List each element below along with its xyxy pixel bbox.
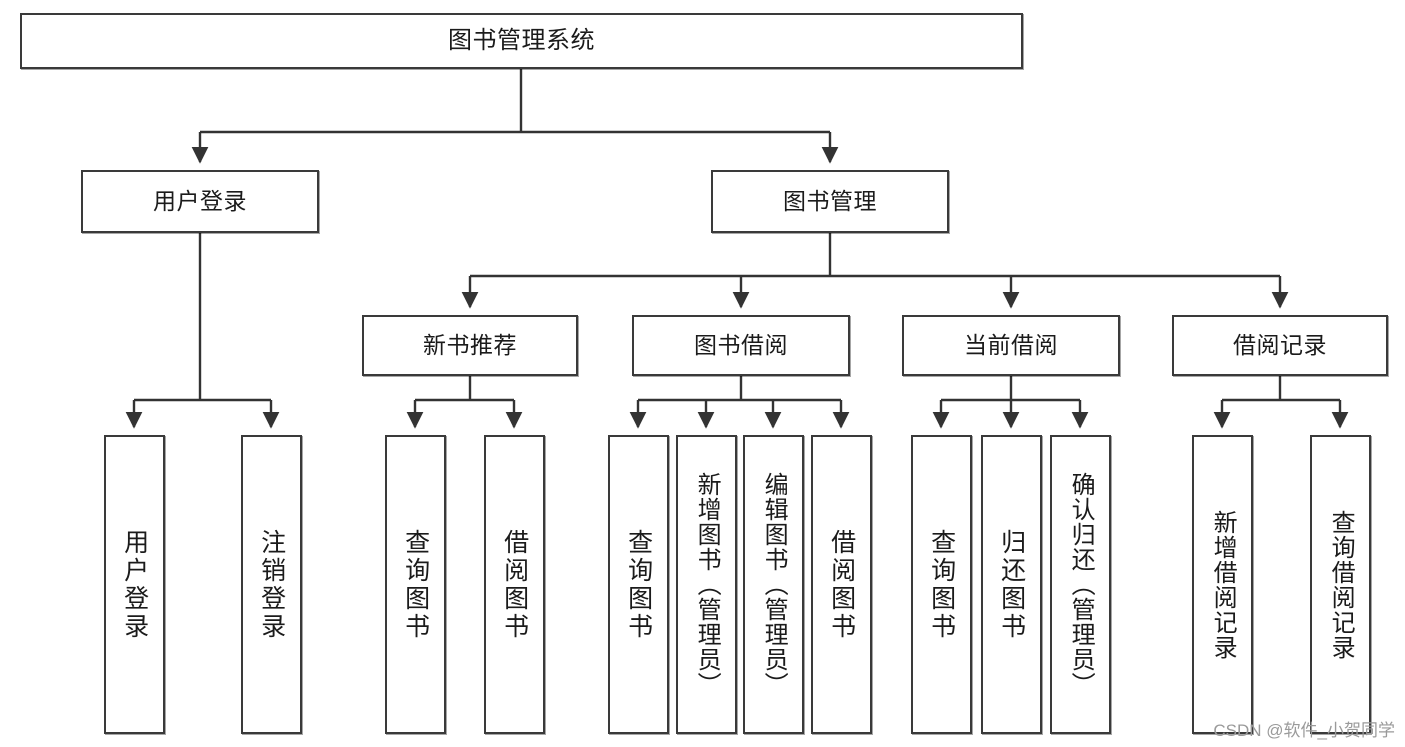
leaf-query-books-current[interactable]: 查询图书 bbox=[911, 435, 972, 734]
node-label: 编辑图书（管理员） bbox=[760, 472, 788, 697]
node-label: 新书推荐 bbox=[423, 331, 517, 358]
node-label: 借阅记录 bbox=[1233, 331, 1327, 358]
node-label: 查询借阅记录 bbox=[1327, 509, 1355, 660]
node-new-book-recommendation[interactable]: 新书推荐 bbox=[362, 315, 578, 376]
node-label: 确认归还（管理员） bbox=[1067, 472, 1095, 697]
node-label: 图书管理系统 bbox=[448, 26, 595, 54]
node-label: 当前借阅 bbox=[964, 331, 1058, 358]
node-label: 用户登录 bbox=[120, 528, 149, 641]
leaf-add-borrow-record[interactable]: 新增借阅记录 bbox=[1192, 435, 1253, 734]
node-label: 查询图书 bbox=[927, 528, 956, 641]
node-root-book-management-system[interactable]: 图书管理系统 bbox=[20, 13, 1023, 69]
node-current-borrowing[interactable]: 当前借阅 bbox=[902, 315, 1120, 376]
leaf-query-borrow-record[interactable]: 查询借阅记录 bbox=[1310, 435, 1371, 734]
node-borrowing-record[interactable]: 借阅记录 bbox=[1172, 315, 1388, 376]
leaf-return-books[interactable]: 归还图书 bbox=[981, 435, 1042, 734]
node-label: 借阅图书 bbox=[827, 528, 856, 641]
leaf-query-books-recommend[interactable]: 查询图书 bbox=[385, 435, 446, 734]
leaf-user-login[interactable]: 用户登录 bbox=[104, 435, 165, 734]
node-label: 借阅图书 bbox=[500, 528, 529, 641]
node-label: 查询图书 bbox=[401, 528, 430, 641]
leaf-borrow-books-recommend[interactable]: 借阅图书 bbox=[484, 435, 545, 734]
leaf-edit-book-admin[interactable]: 编辑图书（管理员） bbox=[743, 435, 804, 734]
node-label: 用户登录 bbox=[153, 187, 247, 214]
leaf-add-book-admin[interactable]: 新增图书（管理员） bbox=[676, 435, 737, 734]
node-label: 图书管理 bbox=[783, 187, 877, 214]
node-label: 归还图书 bbox=[997, 528, 1026, 641]
leaf-query-books-borrow[interactable]: 查询图书 bbox=[608, 435, 669, 734]
node-user-login[interactable]: 用户登录 bbox=[81, 170, 319, 233]
leaf-confirm-return-admin[interactable]: 确认归还（管理员） bbox=[1050, 435, 1111, 734]
node-label: 注销登录 bbox=[257, 528, 286, 641]
node-label: 查询图书 bbox=[624, 528, 653, 641]
node-label: 新增图书（管理员） bbox=[693, 472, 721, 697]
node-book-management[interactable]: 图书管理 bbox=[711, 170, 949, 233]
node-label: 新增借阅记录 bbox=[1209, 509, 1237, 660]
node-book-borrowing[interactable]: 图书借阅 bbox=[632, 315, 850, 376]
leaf-logout-login[interactable]: 注销登录 bbox=[241, 435, 302, 734]
leaf-borrow-books[interactable]: 借阅图书 bbox=[811, 435, 872, 734]
node-label: 图书借阅 bbox=[694, 331, 788, 358]
csdn-watermark: CSDN @软件_小贺同学 bbox=[1213, 721, 1395, 740]
